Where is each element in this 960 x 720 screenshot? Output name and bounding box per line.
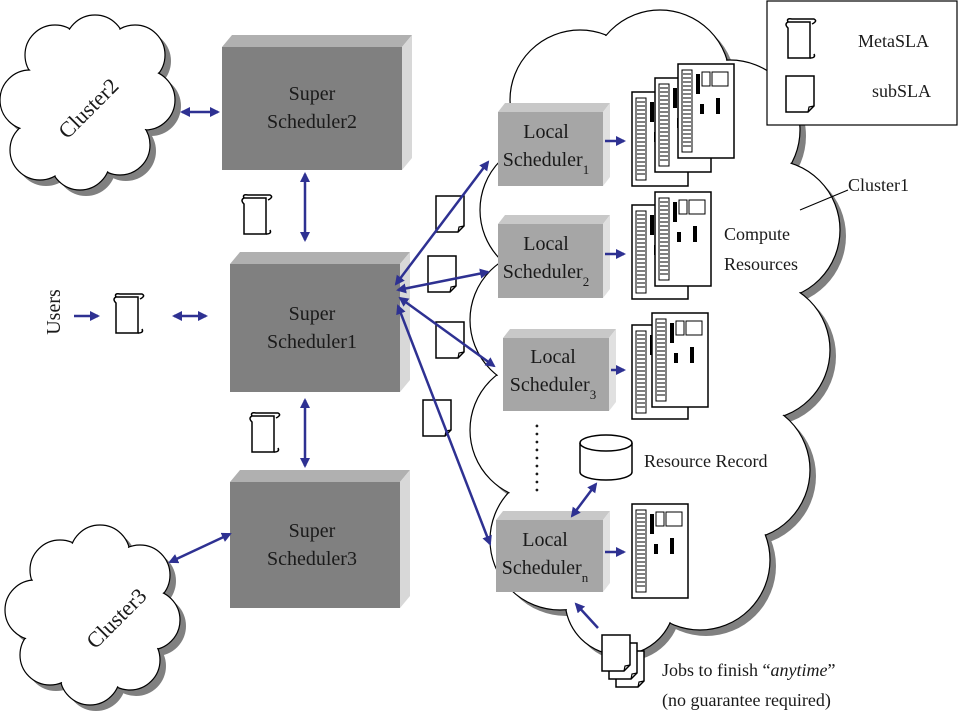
jobs-suffix: ” bbox=[828, 660, 836, 680]
jobs-prefix: Jobs to finish “ bbox=[662, 660, 771, 680]
super-scheduler-3-line2: Scheduler3 bbox=[267, 548, 357, 570]
compute-resources-line2: Resources bbox=[724, 254, 798, 274]
jobs-emph: anytime bbox=[771, 660, 828, 680]
local-scheduler-2-line1: Local bbox=[523, 233, 569, 255]
jobs-label-line2: (no guarantee required) bbox=[662, 690, 831, 711]
local-scheduler-1-name: Scheduler bbox=[503, 149, 583, 171]
jobs-docs-icon bbox=[601, 634, 645, 688]
local-scheduler-3-name: Scheduler bbox=[510, 374, 590, 396]
legend: MetaSLA subSLA bbox=[766, 0, 958, 126]
local-scheduler-n: Local Schedulern bbox=[496, 511, 610, 592]
link-ss1-localn bbox=[396, 304, 492, 546]
local-scheduler-n-line2: Schedulern bbox=[502, 557, 589, 585]
local-scheduler-n-sub: n bbox=[582, 570, 589, 585]
super-scheduler-1: Super Scheduler1 bbox=[230, 252, 410, 392]
link-ss1-local1 bbox=[394, 160, 490, 286]
legend-subsla-label: subSLA bbox=[872, 81, 931, 101]
local-scheduler-2-name: Scheduler bbox=[503, 261, 583, 283]
local-scheduler-n-name: Scheduler bbox=[502, 557, 582, 579]
super-scheduler-3-line1: Super bbox=[289, 520, 336, 542]
resource-record-db-icon bbox=[579, 434, 633, 481]
cluster2-cloud: Cluster2 bbox=[0, 14, 181, 196]
link-jobs-localn bbox=[574, 602, 599, 629]
local-scheduler-3-line1: Local bbox=[530, 346, 576, 368]
users-label: Users bbox=[43, 289, 65, 335]
super-scheduler-2-line2: Scheduler2 bbox=[267, 111, 357, 133]
compute-resources-line1: Compute bbox=[724, 224, 790, 244]
more-schedulers-ellipsis: ……… bbox=[529, 422, 555, 494]
local-scheduler-2-sub: 2 bbox=[583, 274, 590, 289]
local-scheduler-3-line2: Scheduler3 bbox=[510, 374, 596, 402]
link-ss3-cluster3 bbox=[168, 532, 232, 564]
resource-record-label: Resource Record bbox=[644, 451, 767, 471]
cluster1-pointer bbox=[799, 189, 849, 211]
super-scheduler-3: Super Scheduler3 bbox=[230, 470, 410, 608]
local-scheduler-1: Local Scheduler1 bbox=[498, 103, 610, 186]
local-scheduler-1-line2: Scheduler1 bbox=[503, 149, 589, 177]
local-scheduler-1-line1: Local bbox=[523, 121, 569, 143]
local-scheduler-3-sub: 3 bbox=[590, 387, 597, 402]
cluster3-cloud: Cluster3 bbox=[4, 524, 186, 711]
compute-resources-3 bbox=[631, 312, 709, 420]
super-scheduler-2: Super Scheduler2 bbox=[222, 35, 412, 170]
link-ss1-local2 bbox=[396, 268, 490, 294]
cluster1-label: Cluster1 bbox=[848, 175, 909, 195]
super-scheduler-1-line2: Scheduler1 bbox=[267, 331, 357, 353]
local-scheduler-1-sub: 1 bbox=[583, 162, 590, 177]
metasla-scroll-icon-2 bbox=[249, 412, 281, 453]
super-scheduler-2-line1: Super bbox=[289, 83, 336, 105]
jobs-label-line1: Jobs to finish “anytime” bbox=[662, 660, 836, 680]
super-scheduler-1-line1: Super bbox=[289, 303, 336, 325]
metasla-scroll-icon-users bbox=[113, 293, 145, 334]
metasla-scroll-icon-1 bbox=[241, 194, 273, 235]
compute-resources-2 bbox=[631, 191, 712, 300]
link-localn-record bbox=[570, 482, 598, 518]
legend-metasla-label: MetaSLA bbox=[858, 31, 929, 51]
local-scheduler-3: Local Scheduler3 bbox=[503, 329, 616, 411]
local-scheduler-n-line1: Local bbox=[522, 529, 568, 551]
compute-resources-n bbox=[631, 503, 689, 599]
local-scheduler-2-line2: Scheduler2 bbox=[503, 261, 589, 289]
subsla-doc-icon-2 bbox=[427, 255, 457, 293]
local-scheduler-2: Local Scheduler2 bbox=[498, 215, 610, 298]
connectors bbox=[74, 107, 626, 629]
legend-subsla-doc-icon bbox=[785, 75, 815, 113]
